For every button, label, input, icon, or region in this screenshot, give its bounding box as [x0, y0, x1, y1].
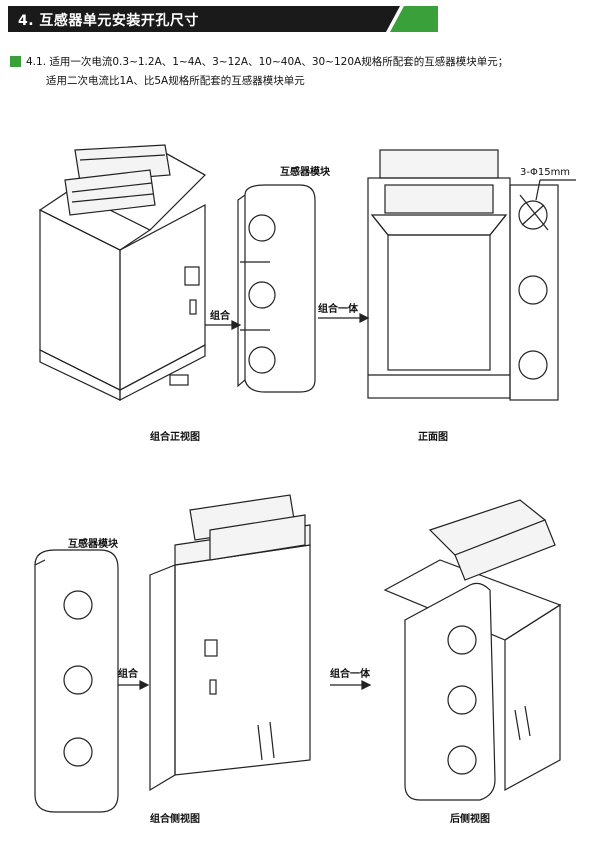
meter-side-isometric	[149, 494, 311, 792]
label-combine-bottom: 组合	[118, 669, 138, 680]
arrow-integrated-bottom	[330, 680, 372, 690]
section-title: 4. 互感器单元安装开孔尺寸	[18, 13, 199, 29]
caption-front-combined: 组合正视图	[150, 432, 200, 443]
label-combine-top: 组合	[210, 311, 230, 322]
arrow-combine-top	[205, 320, 242, 330]
arrow-integrated-top	[318, 313, 370, 323]
meter-rear-isometric	[383, 499, 562, 801]
callout-ct-module-bottom: 互感器模块	[68, 539, 118, 550]
arrow-combine-bottom	[118, 680, 150, 690]
header-background	[8, 6, 438, 32]
label-integrated-bottom: 组合一体	[330, 669, 370, 680]
meter-front-isometric	[38, 144, 206, 401]
dimension-label: 3-Φ15mm	[520, 167, 571, 178]
ct-module-top	[237, 184, 316, 393]
callout-ct-module-top: 互感器模块	[280, 167, 330, 178]
meter-front-view	[367, 149, 576, 401]
caption-front-view: 正面图	[418, 432, 448, 443]
caption-rear-view: 后侧视图	[450, 814, 490, 825]
spec-line-2: 适用二次电流比1A、比5A规格所配套的互感器模块单元	[46, 75, 305, 87]
ct-module-bottom	[34, 549, 119, 813]
caption-side-combined: 组合侧视图	[150, 814, 200, 825]
section-header: 4. 互感器单元安装开孔尺寸	[8, 6, 438, 32]
label-integrated-top: 组合一体	[318, 304, 358, 315]
spec-line-1: 4.1. 适用一次电流0.3~1.2A、1~4A、3~12A、10~40A、30…	[26, 56, 509, 68]
green-square-icon	[10, 56, 21, 67]
